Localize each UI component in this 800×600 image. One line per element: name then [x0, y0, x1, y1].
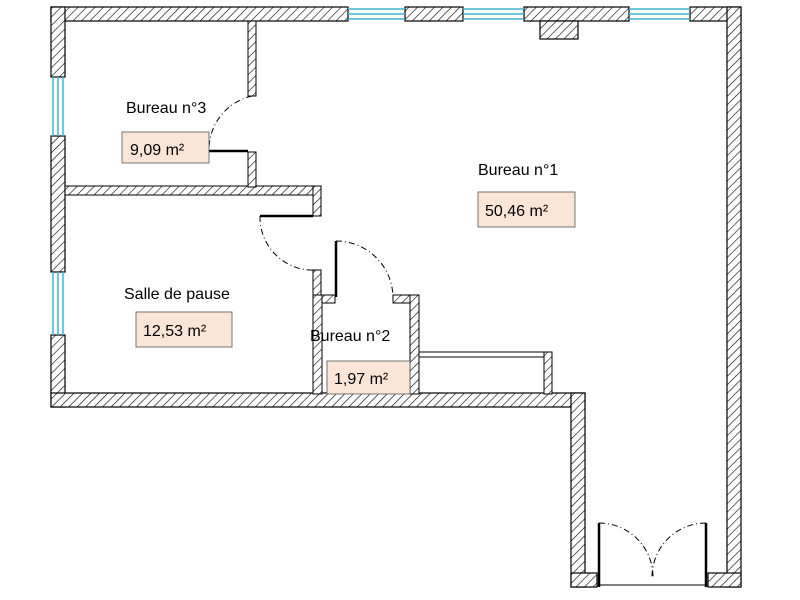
- area-box-bureau3: [121, 131, 210, 164]
- top-wall-mid: [404, 6, 464, 22]
- room-bureau2: Bureau n°2 1,97 m²: [310, 328, 411, 395]
- entrance-wall-right: [707, 572, 742, 588]
- room-name-salle-pause: Salle de pause: [124, 286, 230, 303]
- left-wall-mid: [50, 135, 66, 273]
- closet-outline: [419, 351, 552, 358]
- chimney-block: [539, 20, 579, 40]
- top-wall-chimney: [523, 6, 630, 22]
- windows: [52, 8, 690, 335]
- window-top-3: [629, 8, 690, 20]
- entrance-wall-left: [570, 572, 598, 588]
- wall-b3-salle: [64, 185, 322, 196]
- room-name-bureau3: Bureau n°3: [126, 100, 206, 117]
- doors: [208, 95, 708, 587]
- wall-b2-left: [312, 294, 323, 395]
- interior-walls: [64, 20, 553, 395]
- room-name-bureau2: Bureau n°2: [310, 328, 390, 345]
- room-bureau1: Bureau n°1 50,46 m²: [477, 162, 576, 228]
- door-bureau2: [334, 240, 394, 299]
- wall-salle-right-top: [312, 185, 322, 217]
- closet-right: [543, 351, 553, 395]
- area-bureau2: 1,97 m²: [334, 371, 389, 388]
- left-wall-top: [50, 6, 66, 78]
- area-bureau3: 9,09 m²: [130, 142, 185, 159]
- area-box-bureau1: [477, 191, 576, 228]
- room-salle-pause: Salle de pause 12,53 m²: [124, 286, 233, 348]
- area-salle-pause: 12,53 m²: [143, 323, 207, 340]
- area-box-salle-pause: [135, 311, 233, 348]
- right-wall: [726, 6, 742, 588]
- bottom-wall-left: [50, 392, 586, 408]
- room-name-bureau1: Bureau n°1: [478, 162, 558, 179]
- door-entrance: [597, 522, 708, 587]
- window-left-2: [52, 272, 64, 335]
- wall-b3-right-low: [247, 151, 257, 188]
- window-top-1: [348, 8, 405, 20]
- room-bureau3: Bureau n°3 9,09 m²: [121, 100, 210, 164]
- door-salle-pause: [259, 214, 318, 271]
- exterior-walls: [50, 6, 742, 588]
- wall-b3-right: [247, 20, 257, 97]
- window-left-1: [52, 77, 64, 136]
- area-box-bureau2: [326, 360, 411, 395]
- door-bureau3: [208, 95, 253, 153]
- top-wall-left: [50, 6, 349, 22]
- wall-b2-right: [409, 294, 420, 395]
- area-bureau1: 50,46 m²: [485, 203, 549, 220]
- window-top-2: [463, 8, 524, 20]
- stair-wall: [570, 392, 586, 588]
